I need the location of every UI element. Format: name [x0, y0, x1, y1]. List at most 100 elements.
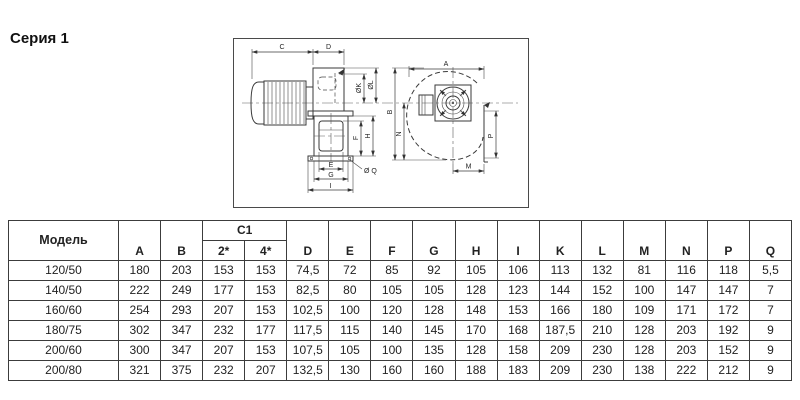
- column-header-L: L: [580, 220, 624, 261]
- value-cell: 171: [664, 300, 708, 321]
- value-cell: 180: [117, 260, 162, 281]
- value-cell: 153: [244, 280, 288, 301]
- column-subheader-2: 2*: [202, 240, 246, 261]
- value-cell: 117,5: [286, 320, 330, 341]
- value-cell: 128: [622, 340, 666, 361]
- fan-front-view: A B N P M: [387, 61, 499, 174]
- value-cell: 105: [412, 280, 456, 301]
- value-cell: 7: [748, 280, 793, 301]
- value-cell: 249: [160, 280, 204, 301]
- value-cell: 177: [244, 320, 288, 341]
- value-cell: 152: [706, 340, 750, 361]
- value-cell: 128: [454, 280, 498, 301]
- value-cell: 203: [160, 260, 204, 281]
- value-cell: 82,5: [286, 280, 330, 301]
- value-cell: 102,5: [286, 300, 330, 321]
- column-header-F: F: [370, 220, 414, 261]
- value-cell: 158: [496, 340, 540, 361]
- value-cell: 153: [244, 340, 288, 361]
- outlet-arrow: [484, 102, 490, 108]
- dim-label-m: M: [466, 164, 472, 171]
- value-cell: 293: [160, 300, 204, 321]
- column-header-M: M: [622, 220, 666, 261]
- model-cell: 200/60: [8, 340, 119, 361]
- page-title: Серия 1: [10, 30, 69, 47]
- value-cell: 180: [580, 300, 624, 321]
- dim-label-i: I: [330, 183, 332, 190]
- value-cell: 230: [580, 340, 624, 361]
- column-header-E: E: [328, 220, 372, 261]
- column-header-Q: Q: [748, 220, 793, 261]
- value-cell: 207: [202, 340, 246, 361]
- value-cell: 254: [117, 300, 162, 321]
- value-cell: 203: [664, 340, 708, 361]
- value-cell: 232: [202, 360, 246, 381]
- value-cell: 128: [622, 320, 666, 341]
- value-cell: 222: [664, 360, 708, 381]
- value-cell: 118: [706, 260, 750, 281]
- dim-label-a: A: [444, 61, 449, 68]
- column-header-I: I: [496, 220, 540, 261]
- column-header-model: Модель: [8, 220, 119, 261]
- column-header-A: A: [117, 220, 162, 261]
- column-header-G: G: [412, 220, 456, 261]
- value-cell: 210: [580, 320, 624, 341]
- value-cell: 153: [244, 300, 288, 321]
- value-cell: 100: [622, 280, 666, 301]
- motor-ribs: [267, 82, 305, 124]
- fan-side-view: C D ØK ØL F H E G I: [250, 44, 379, 193]
- value-cell: 160: [370, 360, 414, 381]
- value-cell: 321: [117, 360, 162, 381]
- dim-label-oq: Ø Q: [364, 168, 377, 175]
- value-cell: 192: [706, 320, 750, 341]
- value-cell: 375: [160, 360, 204, 381]
- value-cell: 123: [496, 280, 540, 301]
- value-cell: 153: [244, 260, 288, 281]
- dim-label-h: H: [365, 133, 372, 138]
- value-cell: 135: [412, 340, 456, 361]
- value-cell: 153: [496, 300, 540, 321]
- value-cell: 5,5: [748, 260, 793, 281]
- column-header-K: K: [538, 220, 582, 261]
- value-cell: 74,5: [286, 260, 330, 281]
- value-cell: 100: [328, 300, 372, 321]
- dim-label-ol: ØL: [368, 80, 375, 89]
- value-cell: 172: [706, 300, 750, 321]
- value-cell: 222: [117, 280, 162, 301]
- value-cell: 300: [117, 340, 162, 361]
- column-header-P: P: [706, 220, 750, 261]
- value-cell: 130: [328, 360, 372, 381]
- value-cell: 85: [370, 260, 414, 281]
- value-cell: 128: [412, 300, 456, 321]
- value-cell: 9: [748, 320, 793, 341]
- value-cell: 128: [454, 340, 498, 361]
- value-cell: 166: [538, 300, 582, 321]
- model-cell: 200/80: [8, 360, 119, 381]
- value-cell: 153: [202, 260, 246, 281]
- value-cell: 115: [328, 320, 372, 341]
- value-cell: 347: [160, 320, 204, 341]
- technical-drawing-frame: C D ØK ØL F H E G I: [233, 38, 529, 208]
- fan-dimension-drawing: C D ØK ØL F H E G I: [242, 44, 518, 193]
- value-cell: 147: [664, 280, 708, 301]
- value-cell: 183: [496, 360, 540, 381]
- model-cell: 120/50: [8, 260, 119, 281]
- value-cell: 100: [370, 340, 414, 361]
- value-cell: 148: [454, 300, 498, 321]
- value-cell: 147: [706, 280, 750, 301]
- value-cell: 107,5: [286, 340, 330, 361]
- value-cell: 72: [328, 260, 372, 281]
- value-cell: 81: [622, 260, 666, 281]
- value-cell: 140: [370, 320, 414, 341]
- value-cell: 209: [538, 340, 582, 361]
- dim-label-p: P: [488, 133, 495, 138]
- value-cell: 105: [454, 260, 498, 281]
- dim-label-c: C: [279, 44, 284, 51]
- value-cell: 230: [580, 360, 624, 381]
